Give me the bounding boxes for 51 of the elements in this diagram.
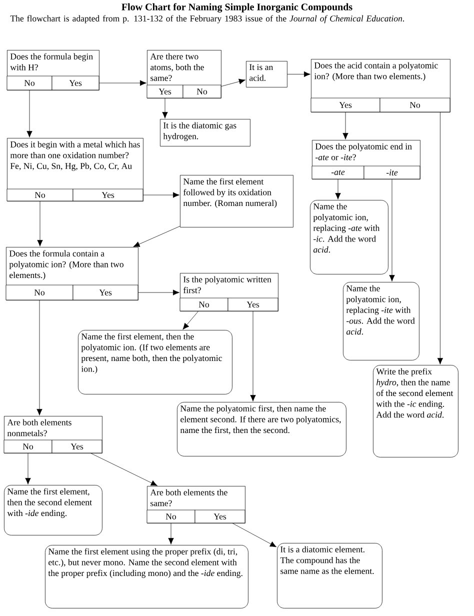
arrow xyxy=(168,523,174,544)
answer-cell: No xyxy=(6,188,74,202)
answer-cell: -ate xyxy=(312,166,364,180)
result-box: It is a diatomic element. The compound has the same name as the element. xyxy=(277,543,382,608)
arrow xyxy=(138,290,180,296)
arrow xyxy=(437,112,444,364)
title: Flow Chart for Naming Simple Inorganic Compounds xyxy=(122,3,352,12)
arrow xyxy=(250,311,256,402)
result-box: Name the polyatomic ion, replacing -ite with -ous. Add the word acid. xyxy=(343,282,420,360)
arrow xyxy=(232,523,277,548)
answer-cell: Yes xyxy=(194,510,246,524)
caption: The flowchart is adapted from p. 131-132 of the February 1983 issue of the Journal of Chemical Education. xyxy=(10,15,404,24)
answer-cell: Yes xyxy=(146,84,184,98)
process-box: It is the diatomic gas hydrogen. xyxy=(160,119,250,146)
answer-cell: No xyxy=(4,440,52,454)
arrow xyxy=(221,78,246,87)
answer-cell: No xyxy=(6,284,74,300)
arrow xyxy=(143,192,180,198)
arrow xyxy=(99,80,146,86)
process-box: It is an acid. xyxy=(246,61,288,88)
arrow xyxy=(287,71,310,78)
answer-cell: No xyxy=(182,84,222,98)
process-box: Name the first element followed by its oxidation number. (Roman numeral) xyxy=(180,175,294,228)
arrow xyxy=(37,201,43,246)
answer-cell: Yes xyxy=(310,98,380,112)
result-box: Name the first element, then the polyatomic ion. (If two elements are present, name both, then the polyatomic ion.) xyxy=(78,330,232,394)
result-box: Name the first element, then the second element with -ide ending. xyxy=(4,485,102,536)
arrow xyxy=(133,226,180,247)
arrow xyxy=(162,98,168,118)
arrow xyxy=(25,453,31,484)
arrow xyxy=(182,311,199,330)
answer-cell: Yes xyxy=(72,284,138,300)
arrow xyxy=(335,179,341,200)
answer-cell: No xyxy=(146,510,196,524)
answer-cell: Yes xyxy=(52,440,102,454)
result-box: Name the polyatomic first, then name the element second. If there are two polyatomics, name the first, then the second. xyxy=(177,402,346,456)
answer-cell: No xyxy=(380,98,450,112)
answer-cell: No xyxy=(6,76,52,90)
answer-cell: -ite xyxy=(364,166,420,180)
arrow xyxy=(389,179,395,282)
result-box: Write the prefix hydro, then the name of the second element with the -ic ending. Add the word acid. xyxy=(373,365,458,458)
answer-cell: Yes xyxy=(228,298,278,312)
arrow xyxy=(90,453,158,486)
result-box: Name the first element using the proper prefix (di, tri, etc.), but never mono. Name the second element with the proper prefix (including mono) and the -ide ending. xyxy=(45,545,248,608)
arrow xyxy=(36,300,42,416)
arrow xyxy=(342,112,348,140)
answer-cell: Yes xyxy=(52,76,100,90)
answer-cell: Yes xyxy=(72,188,144,202)
result-box: Name the polyatomic ion, replacing -ate with -ic. Add the word acid. xyxy=(310,200,388,274)
answer-cell: No xyxy=(180,298,228,312)
arrow xyxy=(26,90,32,138)
